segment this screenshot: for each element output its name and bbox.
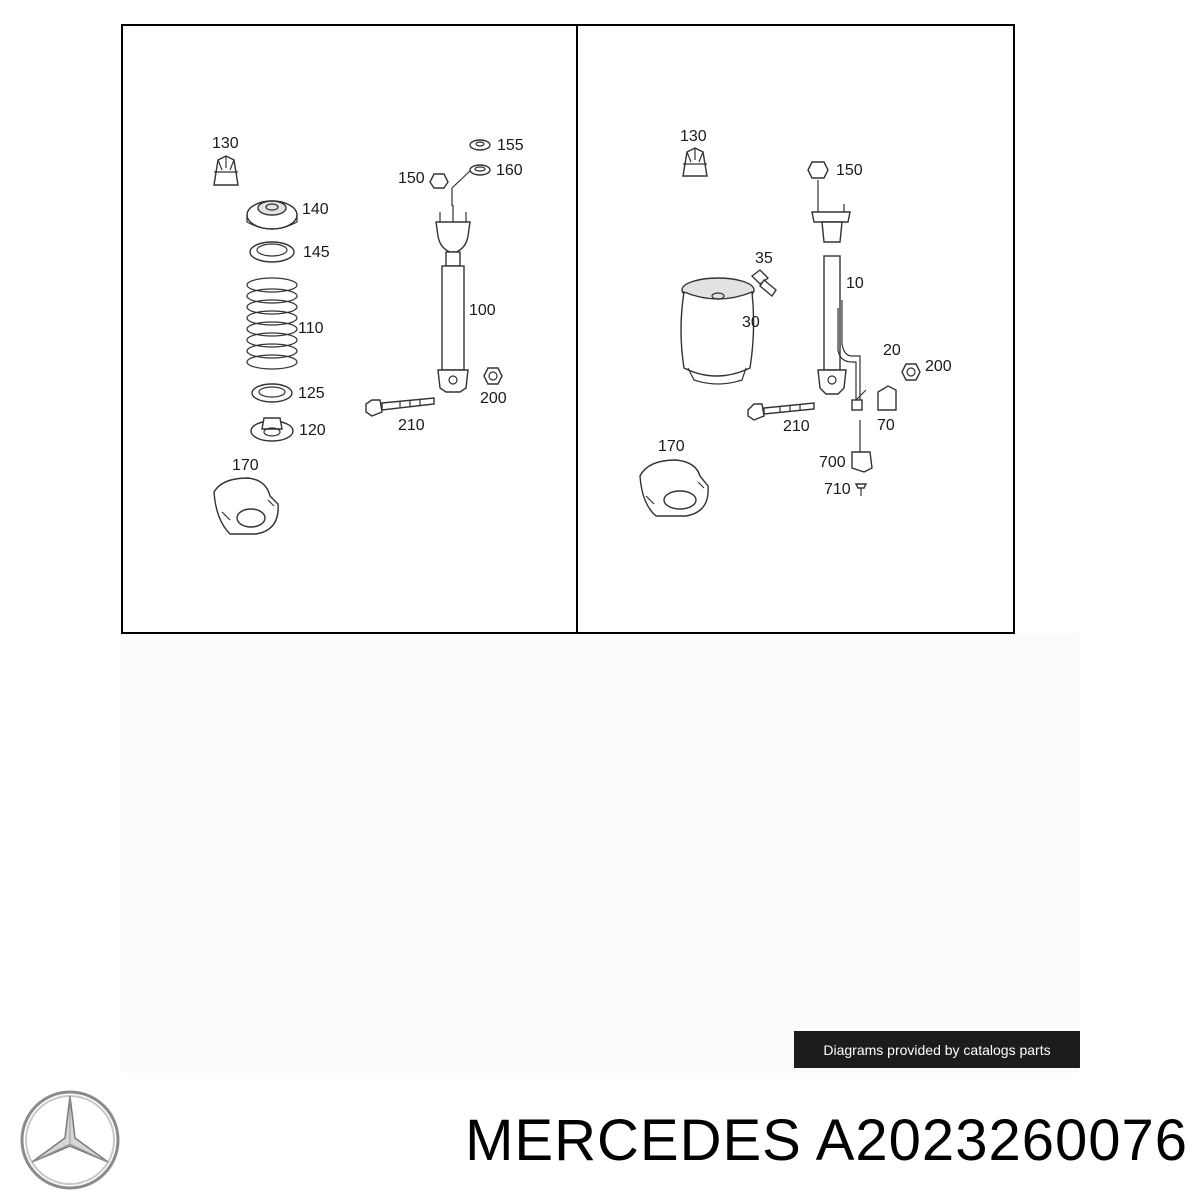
callout-210: 210 (783, 418, 810, 435)
diagram-frame (121, 24, 1015, 634)
callout-200: 200 (925, 358, 952, 375)
mercedes-star-logo (18, 1088, 122, 1192)
part-145-isolator-ring (249, 241, 295, 263)
part-200-nut (901, 363, 921, 381)
part-125-ring (251, 383, 293, 403)
callout-20: 20 (883, 342, 901, 359)
part-210-bolt (747, 402, 815, 421)
left-panel: 130 140 145 110 125 120 170 155 160 150 … (212, 135, 524, 535)
part-140-spring-support (246, 200, 298, 230)
part-35-valve (750, 269, 777, 298)
part-20-sensor-cable (837, 300, 867, 411)
callout-210: 210 (398, 417, 425, 434)
callout-120: 120 (299, 422, 326, 439)
part-10-shock-absorber (811, 180, 851, 395)
callout-100: 100 (469, 302, 496, 319)
callout-110: 110 (298, 320, 324, 337)
callout-125: 125 (298, 385, 325, 402)
callout-150: 150 (398, 170, 425, 187)
diagram-source-badge: Diagrams provided by catalogs parts (794, 1031, 1080, 1068)
callout-130: 130 (212, 135, 239, 152)
callout-145: 145 (303, 244, 330, 261)
callout-700: 700 (819, 454, 846, 471)
parts-diagram: 130 140 145 110 125 120 170 155 160 150 … (121, 24, 1015, 634)
right-panel: 130 150 35 10 30 20 200 210 70 170 700 7… (639, 128, 952, 517)
part-120-spring-seat (250, 417, 294, 442)
part-110-coil-spring (246, 277, 298, 370)
part-100-shock-absorber (435, 205, 471, 393)
part-170-cover (639, 459, 709, 517)
part-150-nut (429, 173, 449, 189)
callout-170: 170 (658, 438, 685, 455)
part-155-washer (469, 139, 491, 151)
callout-35: 35 (755, 250, 773, 267)
part-170-cover (213, 477, 279, 535)
callout-10: 10 (846, 275, 864, 292)
part-160-washer (469, 164, 491, 176)
callout-710: 710 (824, 481, 851, 498)
callout-140: 140 (302, 201, 329, 218)
part-30-air-spring (680, 277, 755, 385)
part-210-bolt (365, 397, 435, 417)
callout-130: 130 (680, 128, 707, 145)
callout-150: 150 (836, 162, 863, 179)
callout-30: 30 (742, 314, 760, 331)
callout-70: 70 (877, 417, 895, 434)
part-130-bump-stop (213, 155, 239, 186)
part-700-connector (851, 420, 873, 473)
part-title: MERCEDES A2023260076 (465, 1108, 1188, 1173)
part-130-bump-stop (682, 147, 708, 177)
part-710-screw (854, 483, 868, 496)
part-70-clip (877, 385, 897, 411)
callout-160: 160 (496, 162, 523, 179)
part-150-nut (807, 161, 829, 179)
callout-170: 170 (232, 457, 259, 474)
part-200-nut (483, 367, 503, 385)
callout-155: 155 (497, 137, 524, 154)
callout-200: 200 (480, 390, 507, 407)
